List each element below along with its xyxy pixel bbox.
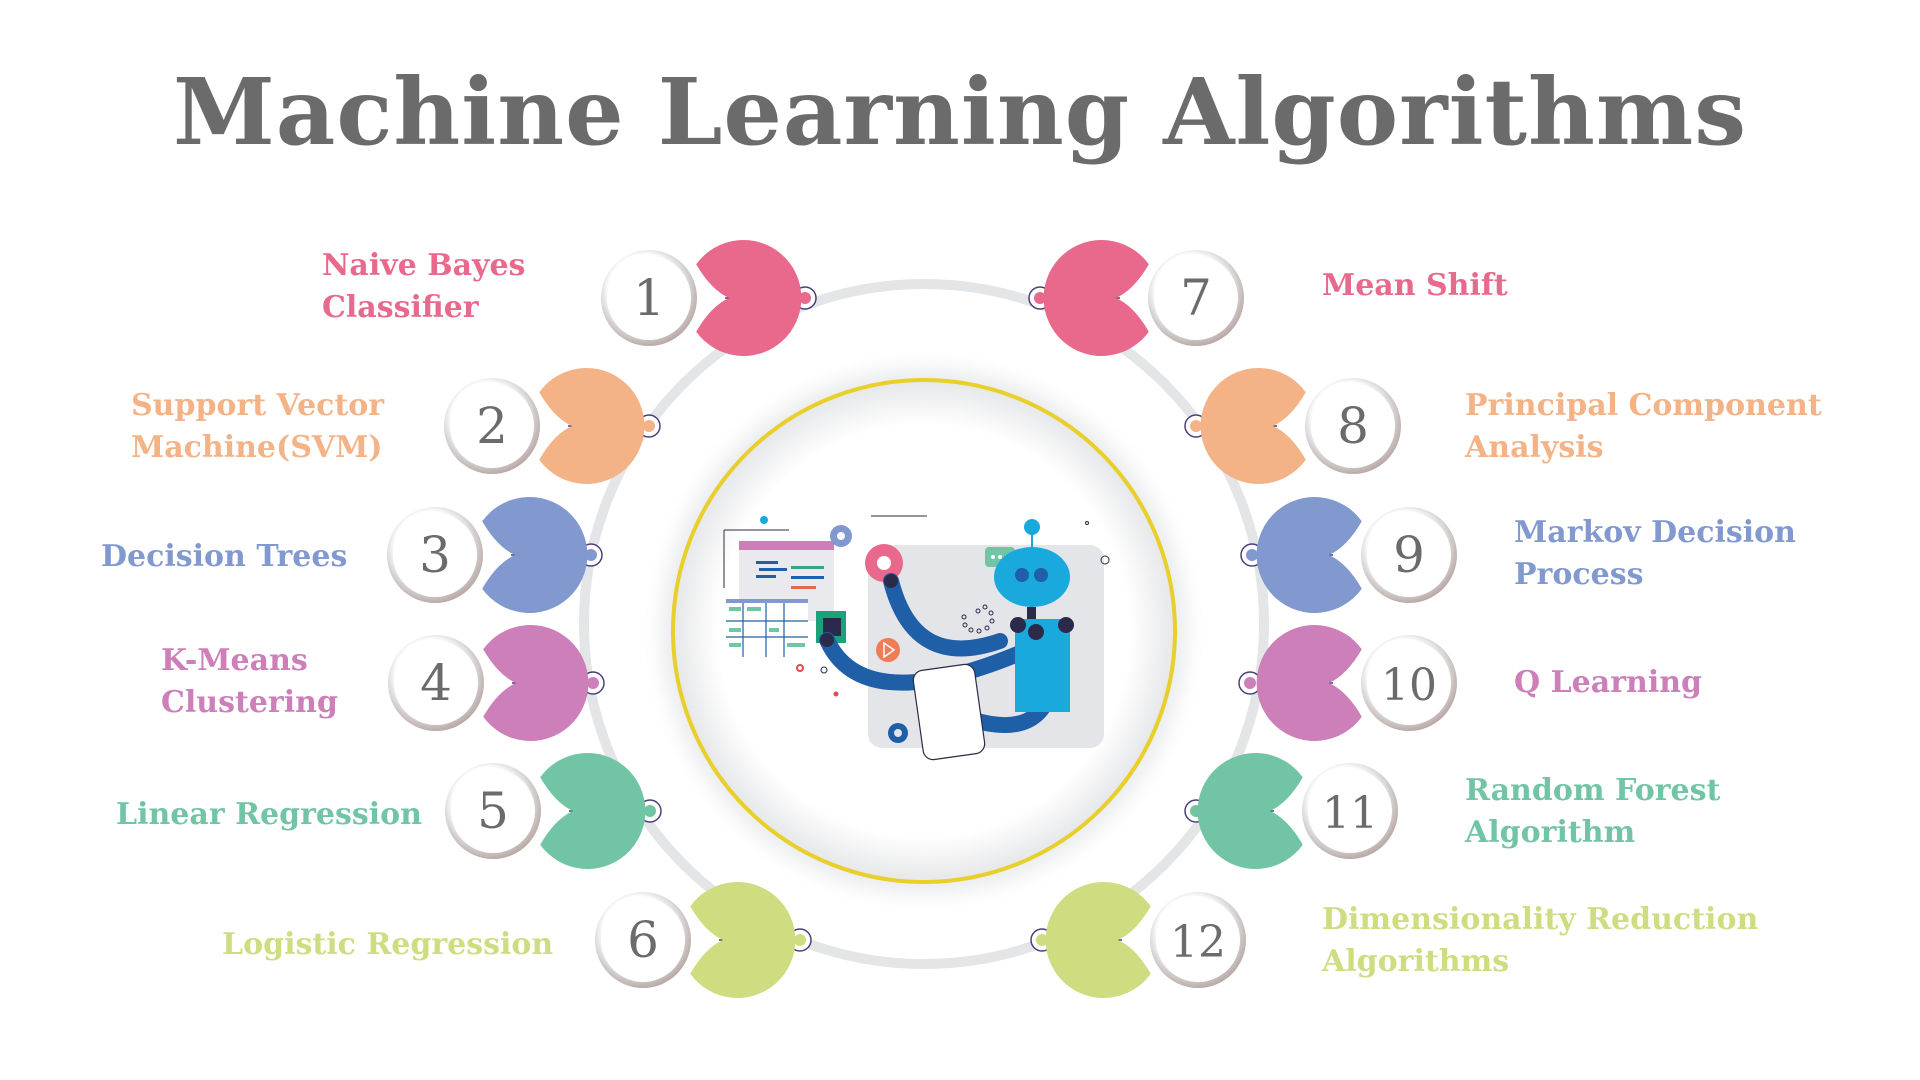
badge-teardrop: [690, 882, 796, 999]
badge-number: 4: [420, 654, 452, 712]
badge-inner-circle: [601, 898, 685, 982]
algorithm-badge-2: 2: [444, 368, 661, 484]
algorithm-badge-5: 5: [445, 752, 662, 870]
algorithm-badge-8: 8: [1184, 368, 1401, 484]
algorithm-label-3: Decision Trees: [101, 536, 347, 578]
badge-inner-circle: [607, 256, 691, 340]
algorithm-label-5: Linear Regression: [116, 794, 422, 836]
algorithm-label-line: Algorithms: [1322, 944, 1510, 979]
badge-inner-circle: [1308, 769, 1392, 853]
algorithm-label-line: Random Forest: [1465, 773, 1721, 808]
algorithm-label-line: Algorithm: [1465, 815, 1636, 850]
robot-illustration: [723, 515, 1110, 761]
connector-dot: [1034, 292, 1046, 304]
algorithm-label-10: Q Learning: [1514, 662, 1702, 704]
badge-teardrop: [1043, 239, 1149, 356]
badge-inner-circle: [1156, 898, 1240, 982]
algorithm-label-line: Process: [1514, 557, 1644, 592]
algorithm-badge-4: 4: [388, 625, 605, 741]
algorithm-label-line: Principal Component: [1465, 388, 1822, 423]
algorithm-label-line: Q Learning: [1514, 665, 1702, 700]
connector-dot: [587, 677, 599, 689]
algorithm-label-line: Logistic Regression: [222, 927, 554, 962]
algorithm-badge-7: 7: [1028, 239, 1244, 356]
connector-dot: [643, 420, 655, 432]
algorithm-badge-11: 11: [1184, 752, 1398, 870]
badge-teardrop: [540, 752, 646, 870]
connector-dot: [794, 934, 806, 946]
algorithm-label-line: Dimensionality Reduction: [1322, 902, 1759, 937]
badge-inner-circle: [1154, 256, 1238, 340]
badge-teardrop: [1045, 882, 1151, 999]
badge-number: 12: [1170, 917, 1226, 968]
algorithm-label-line: Clustering: [161, 685, 338, 720]
connector-dot: [799, 292, 811, 304]
algorithm-label-line: Analysis: [1465, 430, 1604, 465]
connector-dot: [1244, 677, 1256, 689]
algorithm-label-6: Logistic Regression: [222, 924, 553, 966]
badge-number: 5: [477, 782, 509, 840]
algorithm-badge-3: 3: [387, 497, 603, 613]
algorithm-badge-1: 1: [601, 239, 817, 356]
badge-inner-circle: [393, 513, 477, 597]
badge-number: 3: [419, 526, 451, 584]
algorithm-badge-9: 9: [1240, 496, 1457, 613]
algorithm-label-line: Support Vector: [131, 388, 385, 423]
badge-teardrop: [1197, 752, 1303, 870]
algorithm-label-7: Mean Shift: [1322, 265, 1508, 307]
badge-number: 11: [1322, 788, 1378, 839]
badge-teardrop: [1200, 368, 1306, 484]
algorithm-label-line: Linear Regression: [116, 797, 422, 832]
badge-number: 9: [1393, 526, 1425, 584]
algorithm-label-line: Machine(SVM): [131, 430, 383, 465]
algorithm-label-line: Naive Bayes: [322, 248, 526, 283]
algorithm-label-line: Classifier: [322, 290, 479, 325]
algorithm-badge-12: 12: [1030, 882, 1246, 999]
outer-ring: [579, 279, 1269, 969]
algorithm-badge-6: 6: [595, 882, 812, 999]
connector-dot: [1246, 549, 1258, 561]
badge-teardrop: [1256, 624, 1362, 741]
badge-number: 7: [1180, 269, 1212, 327]
algorithm-label-line: Markov Decision: [1514, 515, 1796, 550]
connector-dot: [1036, 934, 1048, 946]
algorithm-label-line: K-Means: [161, 643, 308, 678]
badge-number: 10: [1381, 660, 1437, 711]
badge-teardrop: [539, 368, 645, 484]
badge-number: 8: [1337, 397, 1369, 455]
badge-inner-circle: [451, 769, 535, 853]
badge-inner-circle: [450, 384, 534, 468]
badge-teardrop: [483, 625, 589, 741]
connector-dot: [585, 549, 597, 561]
badge-inner-circle: [394, 641, 478, 725]
badge-number: 1: [633, 269, 665, 327]
algorithm-label-line: Mean Shift: [1322, 268, 1508, 303]
connector-dot: [644, 805, 656, 817]
algorithm-label-line: Decision Trees: [101, 539, 348, 574]
badge-teardrop: [696, 239, 802, 356]
badge-number: 6: [627, 911, 659, 969]
connector-dot: [1190, 420, 1202, 432]
badge-inner-circle: [1311, 384, 1395, 468]
badge-number: 2: [476, 397, 508, 455]
badge-inner-circle: [1367, 641, 1451, 725]
badge-teardrop: [482, 497, 588, 613]
page-title: Machine Learning Algorithms: [172, 58, 1748, 166]
badge-inner-circle: [1367, 513, 1451, 597]
algorithm-badge-10: 10: [1238, 624, 1457, 741]
badge-teardrop: [1256, 496, 1362, 613]
